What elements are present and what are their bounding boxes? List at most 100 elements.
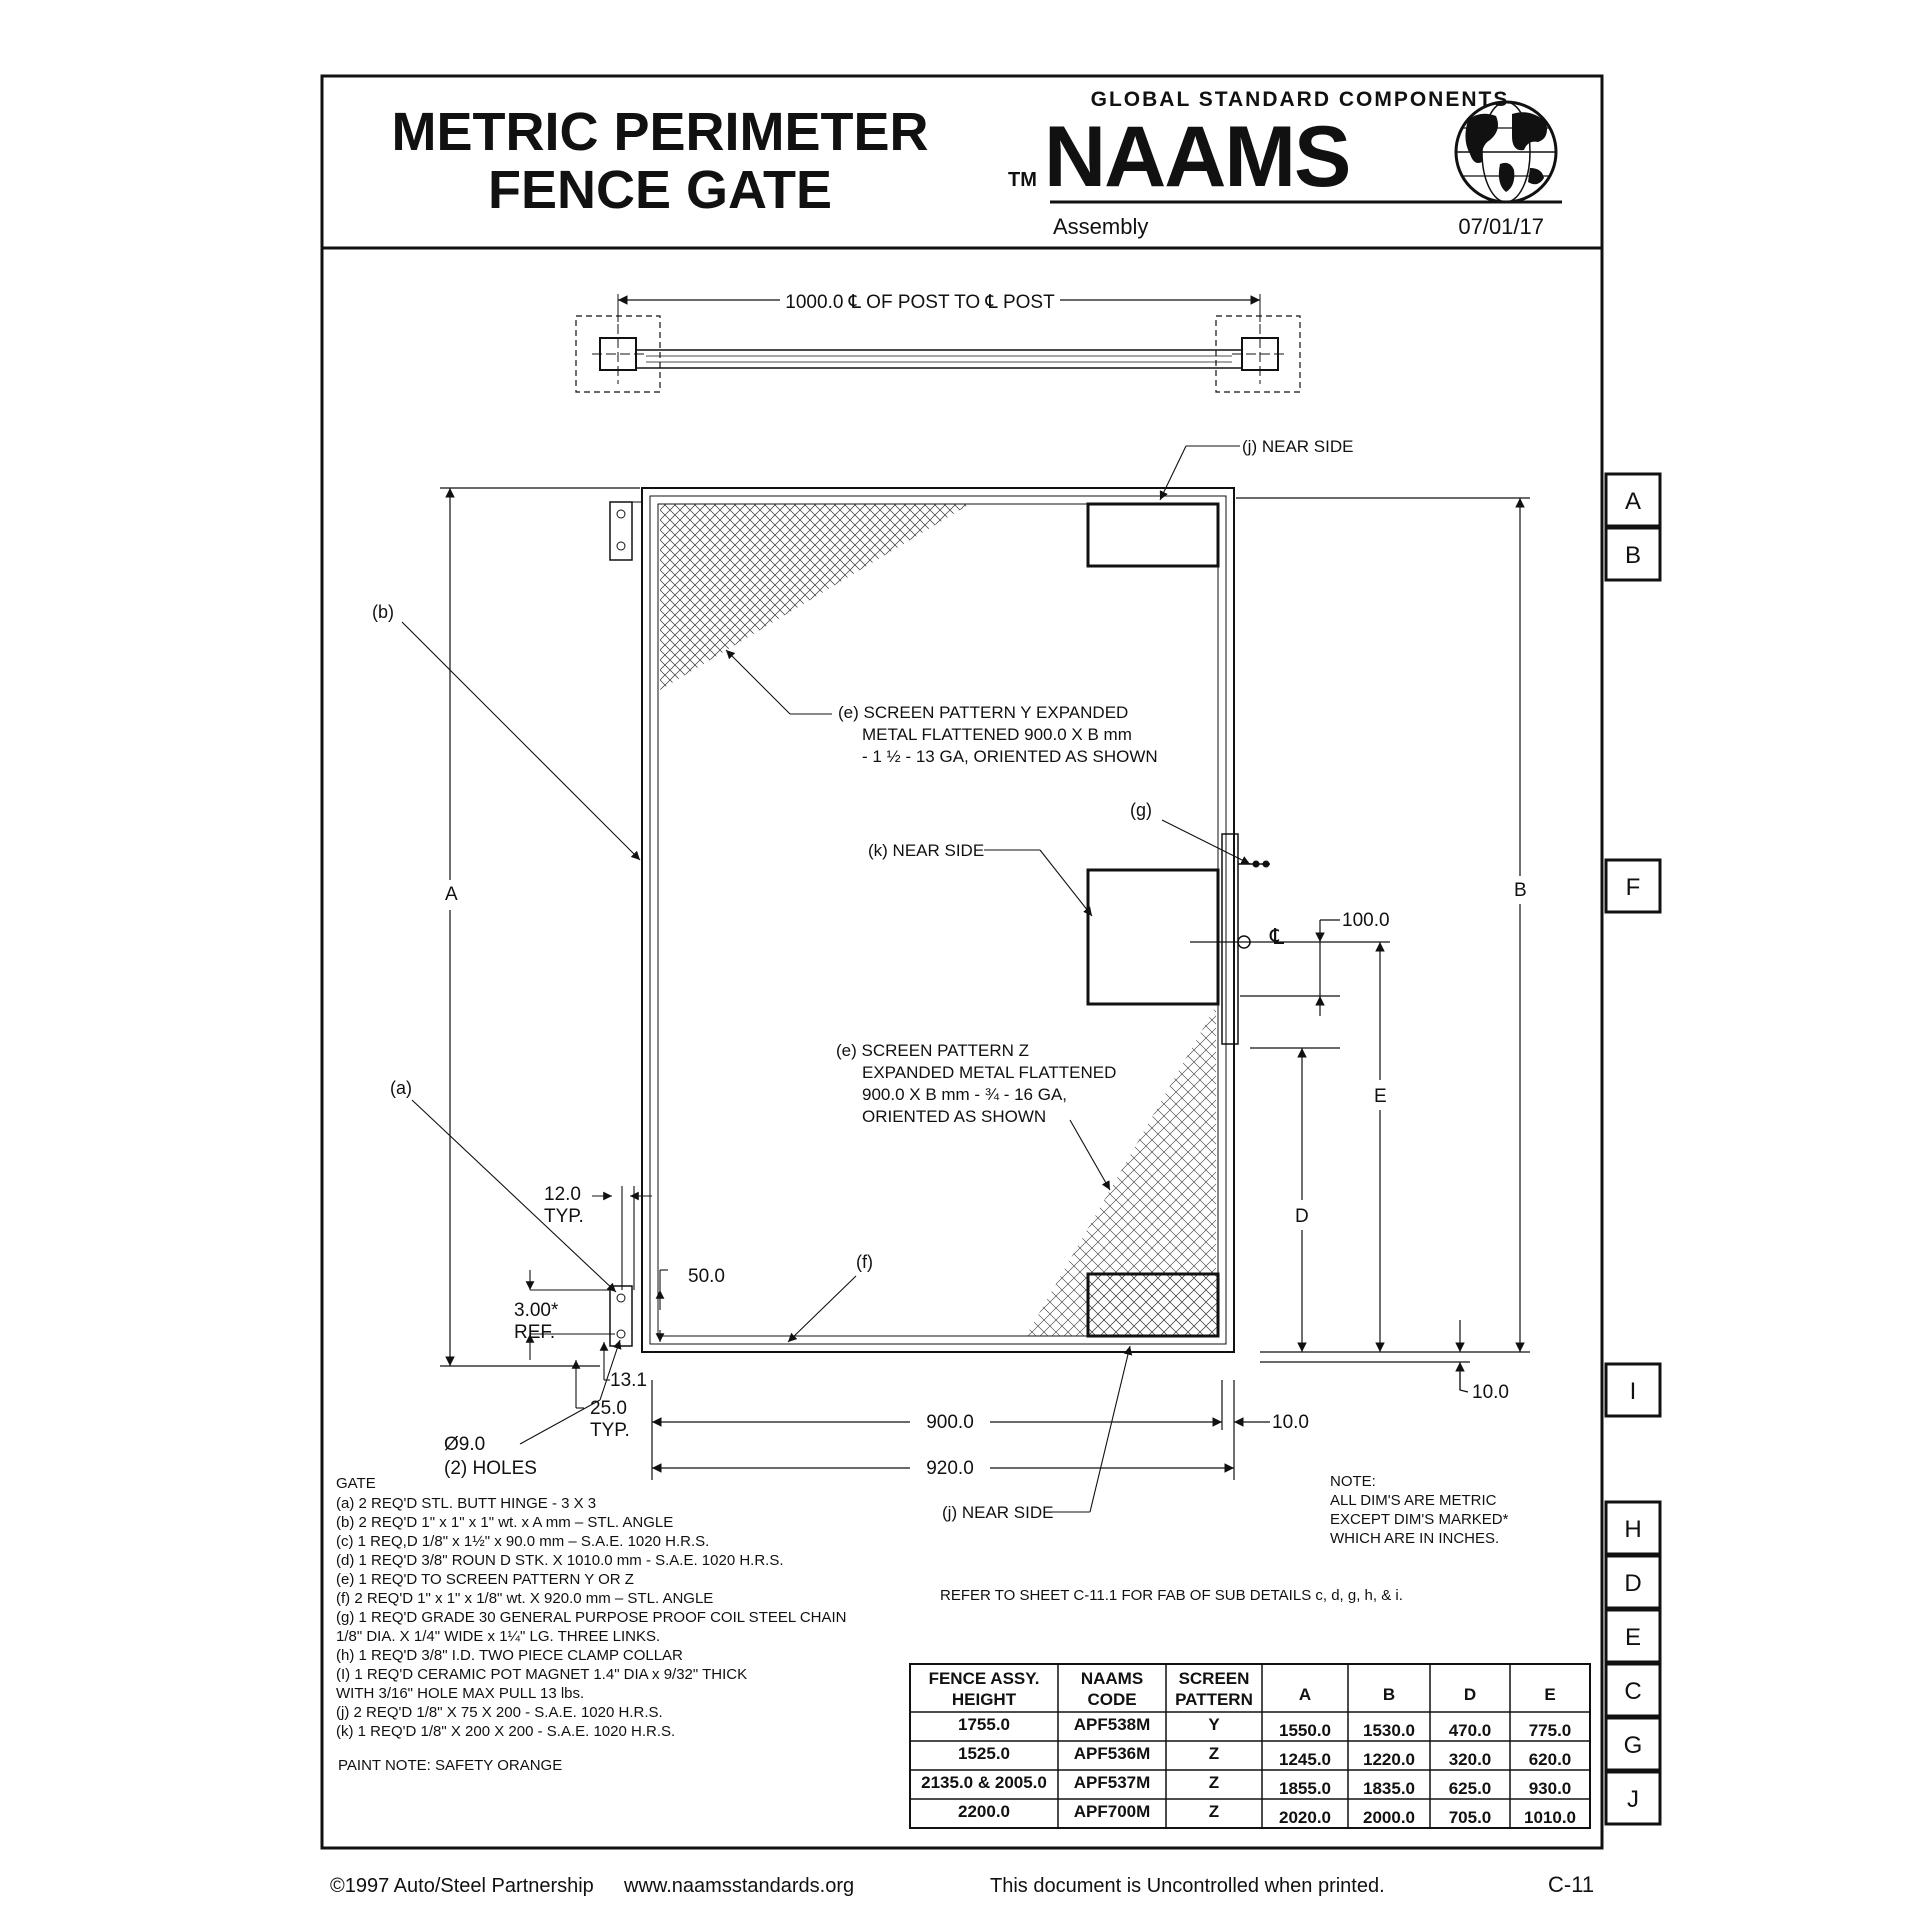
table-cell: 2000.0 bbox=[1363, 1808, 1415, 1827]
side-tab-c bbox=[1604, 1662, 1662, 1718]
callout-e-z-1: (e) SCREEN PATTERN Z bbox=[836, 1041, 1029, 1060]
gate-list-item: 1/8" DIA. X 1/4" WIDE x 1¼" LG. THREE LI… bbox=[336, 1628, 660, 1645]
table-cell: 1855.0 bbox=[1279, 1779, 1331, 1798]
sheet-border bbox=[320, 74, 1604, 1850]
table-cell: APF538M bbox=[1074, 1715, 1151, 1734]
dim-3-label: 3.00* bbox=[514, 1300, 559, 1321]
side-tab-g bbox=[1604, 1716, 1662, 1772]
gate-list-item: (f) 2 REQ'D 1" x 1" x 1/8" wt. X 920.0 m… bbox=[336, 1590, 713, 1607]
callout-f: (f) bbox=[856, 1252, 873, 1272]
note-line-3: EXCEPT DIM'S MARKED* bbox=[1330, 1511, 1509, 1528]
dim-a-label: A bbox=[445, 884, 458, 905]
hinge-bottom bbox=[609, 1285, 633, 1347]
plate-j-top bbox=[1086, 502, 1220, 568]
dimension-d bbox=[1250, 1047, 1340, 1352]
dim-12-typ: TYP. bbox=[544, 1206, 584, 1227]
table-cell: APF537M bbox=[1074, 1773, 1151, 1792]
table-cell: 930.0 bbox=[1529, 1779, 1572, 1798]
gate-list-item: (g) 1 REQ'D GRADE 30 GENERAL PURPOSE PRO… bbox=[336, 1609, 846, 1626]
dimension-900-920 bbox=[651, 1380, 1270, 1480]
table-cell: 625.0 bbox=[1449, 1779, 1492, 1798]
side-tab-d bbox=[1604, 1554, 1662, 1610]
callout-j-top: (j) NEAR SIDE bbox=[1242, 437, 1353, 456]
side-tab-i bbox=[1604, 1362, 1662, 1418]
note-line-1: NOTE: bbox=[1330, 1473, 1376, 1490]
dimension-100 bbox=[1240, 919, 1340, 1016]
table-cell: 1755.0 bbox=[958, 1715, 1010, 1734]
dim-10-right-label: 10.0 bbox=[1472, 1382, 1509, 1403]
table-header: FENCE ASSY. bbox=[929, 1669, 1040, 1688]
table-cell: 2135.0 & 2005.0 bbox=[921, 1773, 1047, 1792]
paint-note: PAINT NOTE: SAFETY ORANGE bbox=[338, 1757, 562, 1774]
table-cell: 1550.0 bbox=[1279, 1721, 1331, 1740]
table-cell: 470.0 bbox=[1449, 1721, 1492, 1740]
note-line-2: ALL DIM'S ARE METRIC bbox=[1330, 1492, 1497, 1509]
table-header: A bbox=[1299, 1685, 1311, 1704]
side-tab-label: J bbox=[1627, 1786, 1639, 1813]
dim-100-label: 100.0 bbox=[1342, 910, 1390, 931]
side-tab-j bbox=[1604, 1770, 1662, 1826]
callout-k: (k) NEAR SIDE bbox=[868, 841, 984, 860]
screen-pattern-y-mesh bbox=[660, 504, 970, 690]
table-header: HEIGHT bbox=[952, 1690, 1017, 1709]
gate-list-item: (b) 2 REQ'D 1" x 1" x 1" wt. x A mm – ST… bbox=[336, 1514, 673, 1531]
title-line-2: FENCE GATE bbox=[488, 160, 832, 220]
doc-date: 07/01/17 bbox=[1458, 214, 1544, 239]
side-tab-a bbox=[1604, 472, 1662, 528]
table-header: E bbox=[1544, 1685, 1555, 1704]
table-cell: 775.0 bbox=[1529, 1721, 1572, 1740]
callout-e-y-3: - 1 ½ - 13 GA, ORIENTED AS SHOWN bbox=[862, 747, 1158, 766]
dimension-b bbox=[1236, 497, 1530, 1353]
naams-logo-text: NAAMS bbox=[1044, 109, 1349, 205]
dimension-10-right bbox=[1260, 1320, 1470, 1393]
dimension-e bbox=[1190, 941, 1390, 1352]
dim-d-label: D bbox=[1295, 1206, 1309, 1227]
dimension-a bbox=[440, 487, 640, 1367]
screen-pattern-z-mesh bbox=[1026, 1006, 1216, 1336]
side-tab-label: E bbox=[1625, 1624, 1641, 1651]
dim-900-label: 900.0 bbox=[926, 1412, 974, 1433]
gate-list-item: (I) 1 REQ'D CERAMIC POT MAGNET 1.4" DIA … bbox=[336, 1666, 747, 1683]
gate-list-item: (a) 2 REQ'D STL. BUTT HINGE - 3 X 3 bbox=[336, 1495, 596, 1512]
side-tab-label: B bbox=[1625, 542, 1641, 569]
hinge-detail-dims bbox=[519, 1186, 668, 1445]
table-header: PATTERN bbox=[1175, 1690, 1253, 1709]
top-view-dimension: 1000.0 ℄ OF POST TO ℄ POST bbox=[785, 292, 1055, 313]
table-cell: Z bbox=[1209, 1744, 1219, 1763]
table-cell: 1220.0 bbox=[1363, 1750, 1415, 1769]
gate-list-item: (h) 1 REQ'D 3/8" I.D. TWO PIECE CLAMP CO… bbox=[336, 1647, 683, 1664]
gate-list-item: (c) 1 REQ,D 1/8" x 1½" x 90.0 mm – S.A.E… bbox=[336, 1533, 709, 1550]
callout-b: (b) bbox=[372, 602, 394, 622]
gate-list-heading: GATE bbox=[336, 1475, 376, 1492]
dim-ref-label: REF. bbox=[514, 1322, 555, 1343]
gate-list-item: (j) 2 REQ'D 1/8" X 75 X 200 - S.A.E. 102… bbox=[336, 1704, 663, 1721]
footer-website: www.naamsstandards.org bbox=[623, 1875, 854, 1897]
gate-list-item: WITH 3/16" HOLE MAX PULL 13 lbs. bbox=[336, 1685, 584, 1702]
side-tab-h bbox=[1604, 1500, 1662, 1556]
callout-e-y-2: METAL FLATTENED 900.0 X B mm bbox=[862, 725, 1132, 744]
doc-type: Assembly bbox=[1053, 214, 1148, 239]
trademark: TM bbox=[1008, 169, 1037, 191]
table-cell: 2200.0 bbox=[958, 1802, 1010, 1821]
gate-list-item: (e) 1 REQ'D TO SCREEN PATTERN Y OR Z bbox=[336, 1571, 634, 1588]
latch-bar bbox=[1221, 833, 1270, 1045]
table-cell: APF700M bbox=[1074, 1802, 1151, 1821]
side-tab-label: C bbox=[1624, 1678, 1641, 1705]
table-cell: 1530.0 bbox=[1363, 1721, 1415, 1740]
table-header: SCREEN bbox=[1179, 1669, 1250, 1688]
table-cell: 620.0 bbox=[1529, 1750, 1572, 1769]
gate-parts-list: (a) 2 REQ'D STL. BUTT HINGE - 3 X 3 (b) 2… bbox=[336, 1495, 846, 1740]
footer-copyright: ©1997 Auto/Steel Partnership bbox=[330, 1875, 594, 1897]
table-row: 1755.0 APF538M Y 1550.0 1530.0 470.0 775.0 bbox=[958, 1715, 1571, 1740]
side-tab-f bbox=[1604, 858, 1662, 914]
table-header: B bbox=[1383, 1685, 1395, 1704]
table-cell: Z bbox=[1209, 1773, 1219, 1792]
globe-icon bbox=[1454, 100, 1558, 204]
dim-920-label: 920.0 bbox=[926, 1458, 974, 1479]
table-cell: Y bbox=[1208, 1715, 1220, 1734]
